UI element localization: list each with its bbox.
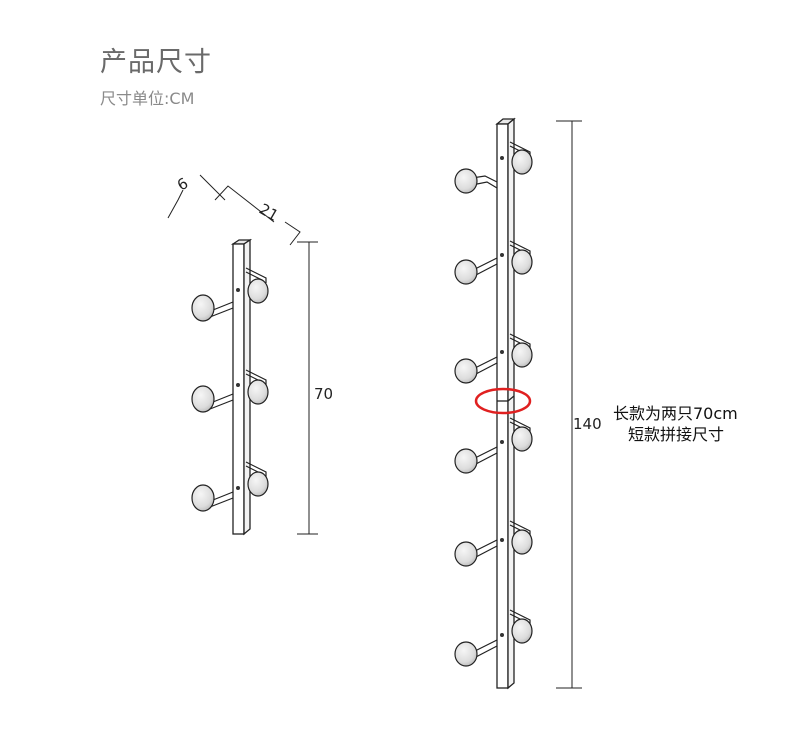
long-rack-hook-left-3	[454, 356, 498, 384]
long-rack-hook-left-5	[454, 539, 498, 567]
long-rack-hook-left-1	[454, 168, 498, 194]
short-rack-hook-right-2	[245, 369, 269, 405]
short-rack: 6 21 70	[167, 174, 333, 536]
long-rack-note-line1: 长款为两只70cm	[613, 404, 738, 423]
page-title: 产品尺寸	[100, 47, 212, 78]
long-rack-hook-left-6	[454, 639, 498, 667]
long-rack-bar	[495, 117, 516, 690]
long-rack-hook-right-3	[509, 333, 533, 368]
short-rack-height-label: 70	[314, 385, 333, 403]
short-rack-depth-label: 6	[174, 174, 191, 194]
long-rack-hook-right-6	[509, 609, 533, 644]
long-rack-hook-right-1	[509, 141, 533, 175]
long-rack-height-dimension	[556, 120, 582, 689]
short-rack-hook-left-3	[191, 484, 234, 512]
short-rack-height-dimension	[297, 241, 318, 535]
short-rack-hook-right-1	[245, 267, 269, 304]
short-rack-hook-left-1	[191, 294, 234, 322]
long-rack-hook-right-4	[509, 417, 533, 452]
long-rack-hook-right-2	[509, 240, 533, 275]
short-rack-bar	[230, 238, 253, 536]
short-rack-top-dimensions	[167, 174, 301, 246]
long-rack-height-label: 140	[573, 415, 602, 433]
short-rack-hook-left-2	[191, 385, 234, 413]
long-rack-hook-left-2	[454, 257, 498, 285]
long-rack-note-line2: 短款拼接尺寸	[628, 425, 724, 444]
joint-highlight-circle	[474, 387, 532, 415]
short-rack-width-label: 21	[256, 200, 282, 225]
unit-label: 尺寸单位:CM	[100, 89, 195, 108]
long-rack: 140 长款为两只70cm 短款拼接尺寸	[454, 117, 738, 690]
long-rack-hook-right-5	[509, 520, 533, 555]
short-rack-hook-right-3	[245, 461, 269, 497]
long-rack-hook-left-4	[454, 446, 498, 474]
